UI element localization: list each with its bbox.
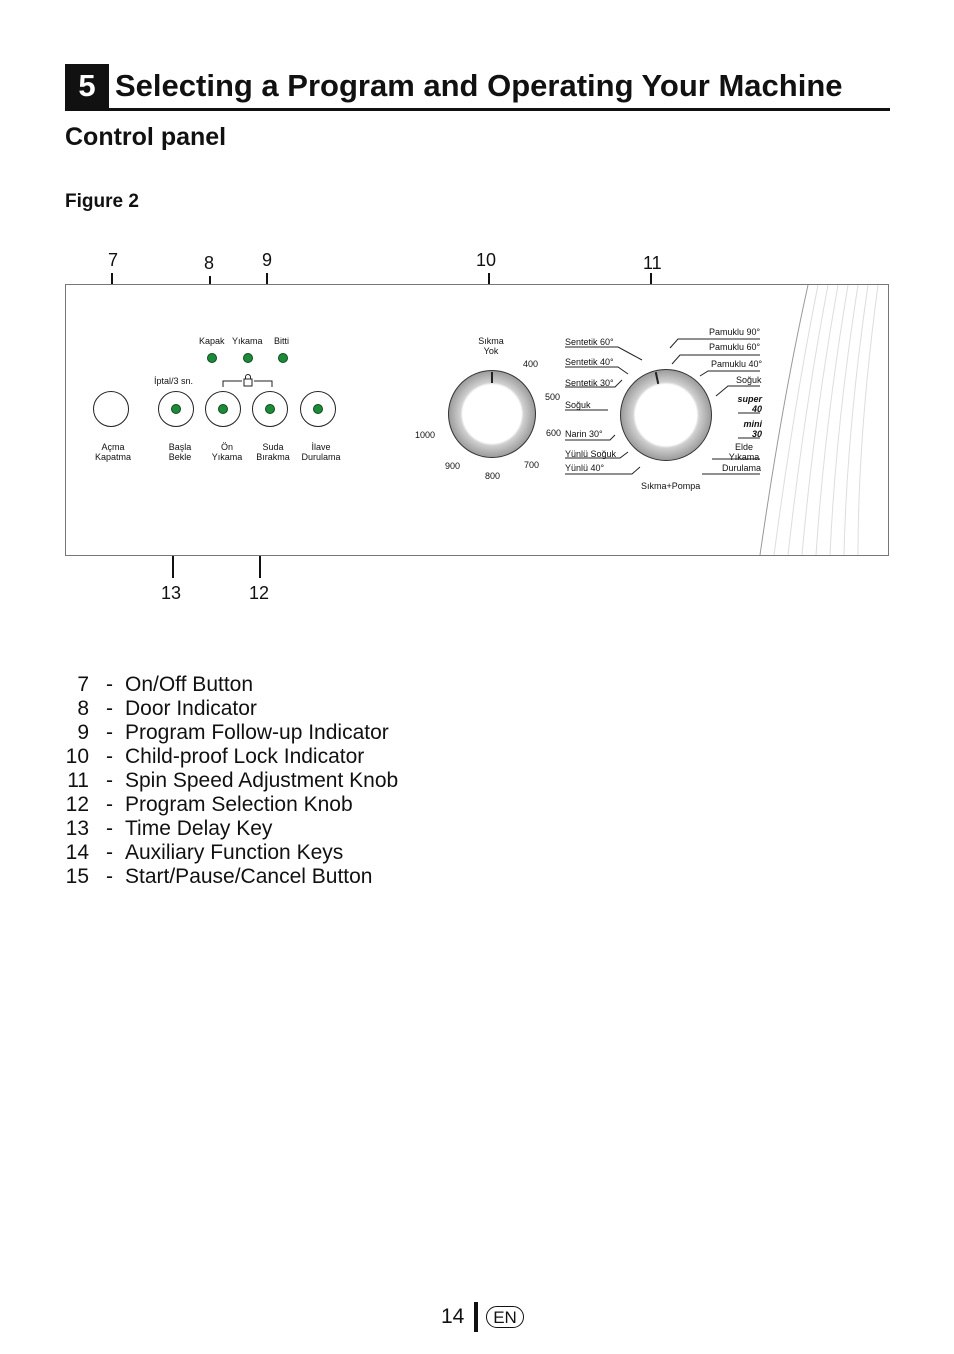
wash-indicator-led	[243, 353, 253, 363]
cancel-hold-label: İptal/3 sn.	[154, 376, 194, 386]
program-rinse: Durulama	[722, 463, 762, 473]
rinse-hold-led	[265, 404, 275, 414]
spin-500: 500	[545, 392, 561, 402]
on-off-button[interactable]	[93, 391, 129, 427]
section-header: 5 Selecting a Program and Operating Your…	[65, 64, 890, 111]
program-knob[interactable]	[620, 369, 712, 461]
program-cold-left: Soğuk	[565, 400, 591, 410]
rinse-hold-button[interactable]	[252, 391, 288, 427]
spin-1000: 1000	[415, 430, 436, 440]
program-cotton-60: Pamuklu 60°	[709, 342, 761, 352]
program-cotton-90: Pamuklu 90°	[709, 327, 761, 337]
extra-rinse-led	[313, 404, 323, 414]
spin-800: 800	[485, 471, 501, 481]
program-wool-cold: Yünlü Soğuk	[565, 449, 617, 459]
program-synthetic-40: Sentetik 40°	[565, 357, 614, 367]
door-indicator-led	[207, 353, 217, 363]
program-scale-lines	[565, 338, 760, 475]
end-indicator-led	[278, 353, 288, 363]
spin-900: 900	[445, 461, 461, 471]
section-number: 5	[65, 64, 109, 108]
callout-9: 9	[262, 250, 273, 270]
language-badge: EN	[486, 1306, 524, 1328]
panel-decoration-stripes	[759, 285, 879, 555]
program-cotton-40: Pamuklu 40°	[711, 359, 763, 369]
start-pause-led	[171, 404, 181, 414]
spin-knob-pointer	[491, 372, 493, 383]
door-indicator-label: Kapak	[199, 336, 225, 346]
end-indicator-label: Bitti	[274, 336, 290, 346]
prewash-led	[218, 404, 228, 414]
prewash-button[interactable]	[205, 391, 241, 427]
spin-speed-knob[interactable]	[448, 370, 536, 458]
section-title: Selecting a Program and Operating Your M…	[115, 68, 843, 103]
program-wool-40: Yünlü 40°	[565, 463, 605, 473]
extra-rinse-button[interactable]	[300, 391, 336, 427]
program-cold-right: Soğuk	[736, 375, 762, 385]
figure-label: Figure 2	[65, 191, 139, 212]
wash-indicator-label: Yıkama	[232, 336, 263, 346]
subheading: Control panel	[65, 123, 227, 151]
spin-400: 400	[523, 359, 539, 369]
page-number: 14	[441, 1305, 465, 1328]
callout-7: 7	[108, 250, 119, 270]
program-synthetic-60: Sentetik 60°	[565, 337, 614, 347]
spin-600: 600	[546, 428, 562, 438]
callout-13: 13	[161, 583, 182, 603]
start-pause-button[interactable]	[158, 391, 194, 427]
program-synthetic-30: Sentetik 30°	[565, 378, 614, 388]
spin-700: 700	[524, 460, 540, 470]
callout-11: 11	[643, 253, 662, 273]
lock-icon	[222, 374, 273, 387]
callout-8: 8	[204, 253, 215, 273]
program-delicate-30: Narin 30°	[565, 429, 603, 439]
callout-10: 10	[476, 250, 497, 270]
callout-12: 12	[249, 583, 270, 603]
program-spin-pump: Sıkma+Pompa	[641, 481, 701, 491]
footer-divider	[474, 1302, 478, 1332]
